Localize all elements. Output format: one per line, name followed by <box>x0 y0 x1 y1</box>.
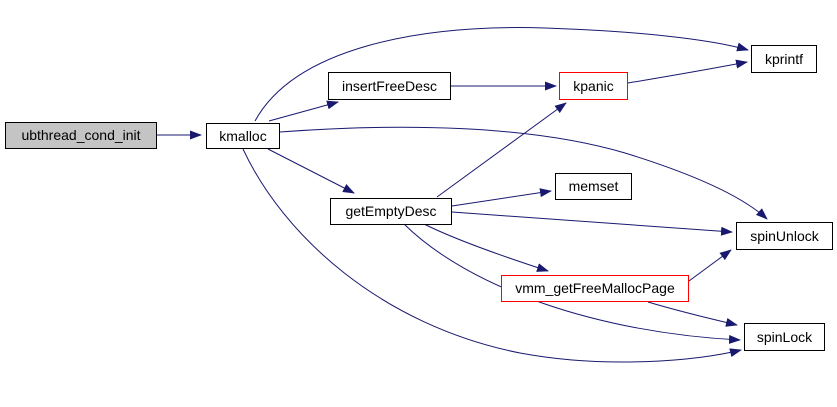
edge-getEmptyDesc-vmm_getFreeMallocPage <box>423 223 549 272</box>
node-kmalloc[interactable]: kmalloc <box>206 123 280 149</box>
edge-kmalloc-spinUnlock <box>279 126 768 220</box>
node-vmm_getFreeMallocPage[interactable]: vmm_getFreeMallocPage <box>501 275 689 302</box>
edge-vmm_getFreeMallocPage-spinUnlock <box>688 249 732 282</box>
node-ubthread_cond_init: ubthread_cond_init <box>5 122 157 149</box>
node-spinUnlock[interactable]: spinUnlock <box>736 222 833 250</box>
edge-kmalloc-spinLock <box>242 148 742 363</box>
edge-getEmptyDesc-spinLock <box>403 223 741 344</box>
edge-kmalloc-getEmptyDesc <box>267 148 355 194</box>
node-kpanic[interactable]: kpanic <box>559 72 628 100</box>
node-getEmptyDesc[interactable]: getEmptyDesc <box>330 198 452 225</box>
node-kprintf[interactable]: kprintf <box>751 45 817 73</box>
node-spinLock[interactable]: spinLock <box>744 323 825 351</box>
node-insertFreeDesc[interactable]: insertFreeDesc <box>328 72 451 100</box>
edge-kpanic-kprintf <box>627 59 748 84</box>
edge-kmalloc-kprintf <box>254 27 749 122</box>
edge-getEmptyDesc-spinUnlock <box>451 211 733 236</box>
edge-kmalloc-insertFreeDesc <box>268 100 339 122</box>
edge-getEmptyDesc-memset <box>451 188 552 207</box>
edge-getEmptyDesc-kpanic <box>436 102 567 198</box>
node-memset[interactable]: memset <box>555 173 632 200</box>
edge-vmm_getFreeMallocPage-spinLock <box>647 301 738 327</box>
